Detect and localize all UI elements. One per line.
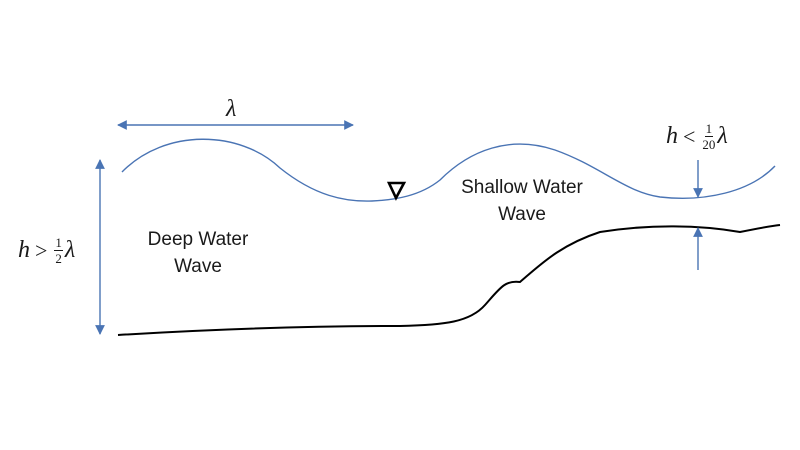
shallow-eq-fraction: 1 20 xyxy=(702,122,715,151)
shallow-eq-op: < xyxy=(683,123,696,149)
deep-water-wave-label: Deep Water Wave xyxy=(128,226,268,280)
seabed-line xyxy=(117,224,781,336)
deep-water-label-line1: Deep Water xyxy=(147,229,249,250)
water-level-triangle-icon xyxy=(386,181,407,201)
deep-water-condition: h > 1 2 λ xyxy=(18,236,75,265)
shallow-water-wave-label: Shallow Water Wave xyxy=(442,174,602,228)
wavelength-label: λ xyxy=(226,96,237,122)
shallow-eq-numerator: 1 xyxy=(704,121,714,137)
deep-eq-numerator: 1 xyxy=(54,235,63,251)
shallow-water-condition: h < 1 20 λ xyxy=(666,122,728,151)
deep-eq-fraction: 1 2 xyxy=(54,236,63,265)
deep-eq-op: > xyxy=(35,237,48,263)
shallow-eq-var: h xyxy=(666,123,678,149)
deep-water-label-line2: Wave xyxy=(174,256,222,277)
water-surface-wave xyxy=(121,138,776,202)
deep-eq-denominator: 2 xyxy=(55,251,62,266)
shallow-eq-denominator: 20 xyxy=(702,137,716,152)
deep-eq-var: h xyxy=(18,237,30,263)
shallow-water-label-line2: Wave xyxy=(498,204,546,225)
shallow-water-label-line1: Shallow Water xyxy=(461,177,583,198)
deep-eq-lambda: λ xyxy=(64,237,76,263)
shallow-eq-lambda: λ xyxy=(717,123,728,149)
